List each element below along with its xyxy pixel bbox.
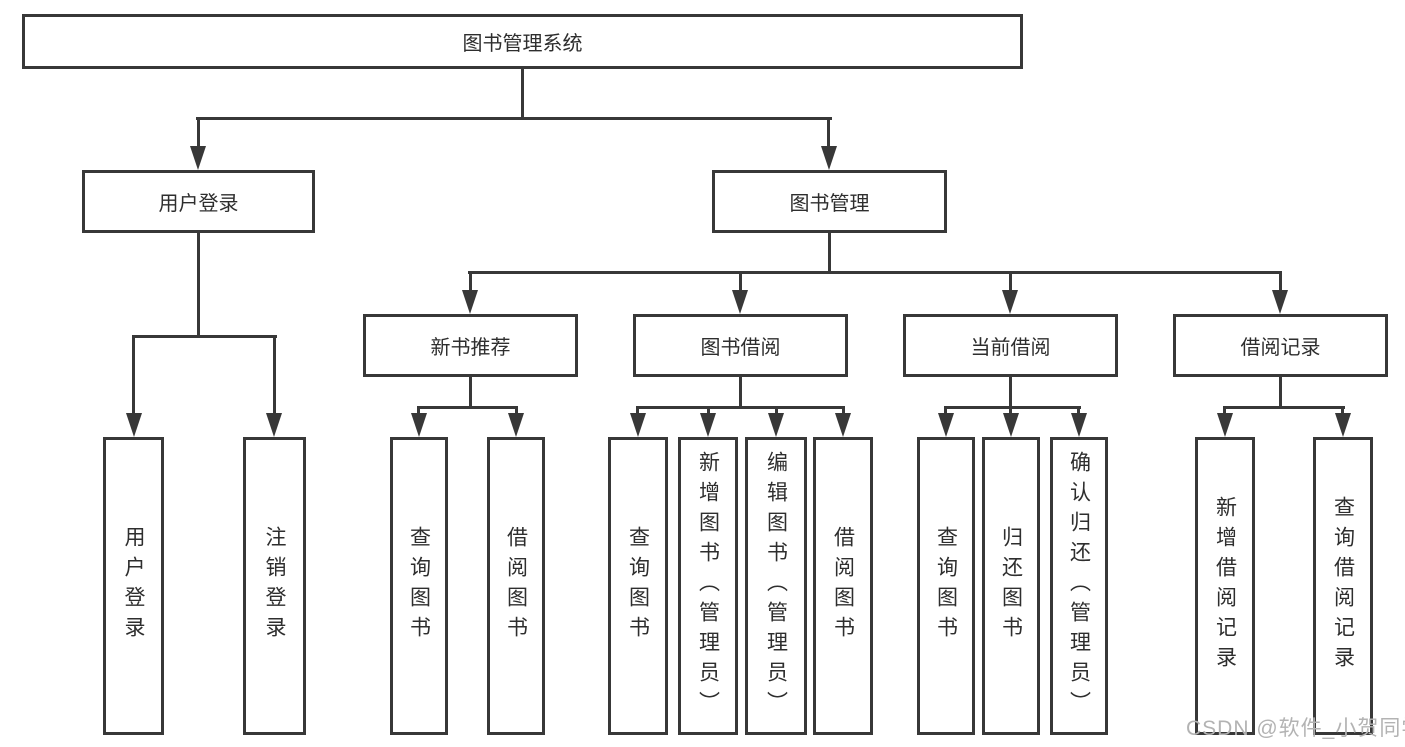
node-book-management: 图书管理 <box>712 170 947 233</box>
connector-line <box>468 271 1282 274</box>
connector-line <box>132 335 135 415</box>
connector-line <box>775 406 778 416</box>
arrow-down-icon <box>1335 413 1351 437</box>
connector-line <box>707 406 710 416</box>
connector-line <box>842 406 845 416</box>
leaf-return-books: 归还图书 <box>982 437 1040 735</box>
arrow-down-icon <box>1003 413 1019 437</box>
leaf-query-books-current: 查询图书 <box>917 437 975 735</box>
arrow-down-icon <box>411 413 427 437</box>
connector-line <box>944 406 947 416</box>
arrow-down-icon <box>768 413 784 437</box>
connector-line <box>1223 406 1345 409</box>
connector-line <box>197 117 200 149</box>
connector-line <box>1077 406 1080 416</box>
arrow-down-icon <box>508 413 524 437</box>
connector-line <box>1279 271 1282 293</box>
arrow-down-icon <box>1272 290 1288 314</box>
arrow-down-icon <box>190 146 206 170</box>
connector-line <box>636 406 639 416</box>
leaf-query-books-borrowing: 查询图书 <box>608 437 668 735</box>
node-new-book-recommendation: 新书推荐 <box>363 314 578 377</box>
connector-line <box>469 377 472 408</box>
arrow-down-icon <box>835 413 851 437</box>
connector-line <box>273 335 276 415</box>
connector-line <box>827 117 830 149</box>
arrow-down-icon <box>1217 413 1233 437</box>
connector-line <box>1341 406 1344 416</box>
arrow-down-icon <box>630 413 646 437</box>
leaf-borrow-books-borrowing: 借阅图书 <box>813 437 873 735</box>
connector-line <box>739 271 742 293</box>
node-root-library-management-system: 图书管理系统 <box>22 14 1023 69</box>
connector-line <box>197 233 200 337</box>
connector-line <box>521 69 524 119</box>
arrow-down-icon <box>1002 290 1018 314</box>
arrow-down-icon <box>821 146 837 170</box>
leaf-edit-book-admin: 编辑图书（管理员） <box>745 437 807 735</box>
watermark: CSDN @软件_小贺同学 <box>1186 717 1405 740</box>
arrow-down-icon <box>266 413 282 437</box>
connector-line <box>417 406 518 409</box>
leaf-query-books-recommend: 查询图书 <box>390 437 448 735</box>
connector-line <box>469 271 472 293</box>
connector-line <box>739 377 742 408</box>
connector-line <box>1009 406 1012 416</box>
leaf-confirm-return-admin: 确认归还（管理员） <box>1050 437 1108 735</box>
connector-line <box>1223 406 1226 416</box>
arrow-down-icon <box>462 290 478 314</box>
arrow-down-icon <box>1071 413 1087 437</box>
connector-line <box>132 335 277 338</box>
connector-line <box>417 406 420 416</box>
connector-line <box>196 117 832 120</box>
connector-line <box>944 406 1081 409</box>
leaf-add-book-admin: 新增图书（管理员） <box>678 437 738 735</box>
leaf-logout: 注销登录 <box>243 437 306 735</box>
arrow-down-icon <box>700 413 716 437</box>
connector-line <box>1279 377 1282 408</box>
connector-line <box>1009 271 1012 293</box>
node-user-login: 用户登录 <box>82 170 315 233</box>
leaf-borrow-books-recommend: 借阅图书 <box>487 437 545 735</box>
leaf-add-borrow-record: 新增借阅记录 <box>1195 437 1255 735</box>
node-book-borrowing: 图书借阅 <box>633 314 848 377</box>
leaf-query-borrow-record: 查询借阅记录 <box>1313 437 1373 735</box>
arrow-down-icon <box>938 413 954 437</box>
connector-line <box>636 406 845 409</box>
connector-line <box>515 406 518 416</box>
node-current-borrowing: 当前借阅 <box>903 314 1118 377</box>
connector-line <box>1009 377 1012 408</box>
arrow-down-icon <box>126 413 142 437</box>
leaf-user-login: 用户登录 <box>103 437 164 735</box>
arrow-down-icon <box>732 290 748 314</box>
node-borrowing-records: 借阅记录 <box>1173 314 1388 377</box>
connector-line <box>828 233 831 273</box>
